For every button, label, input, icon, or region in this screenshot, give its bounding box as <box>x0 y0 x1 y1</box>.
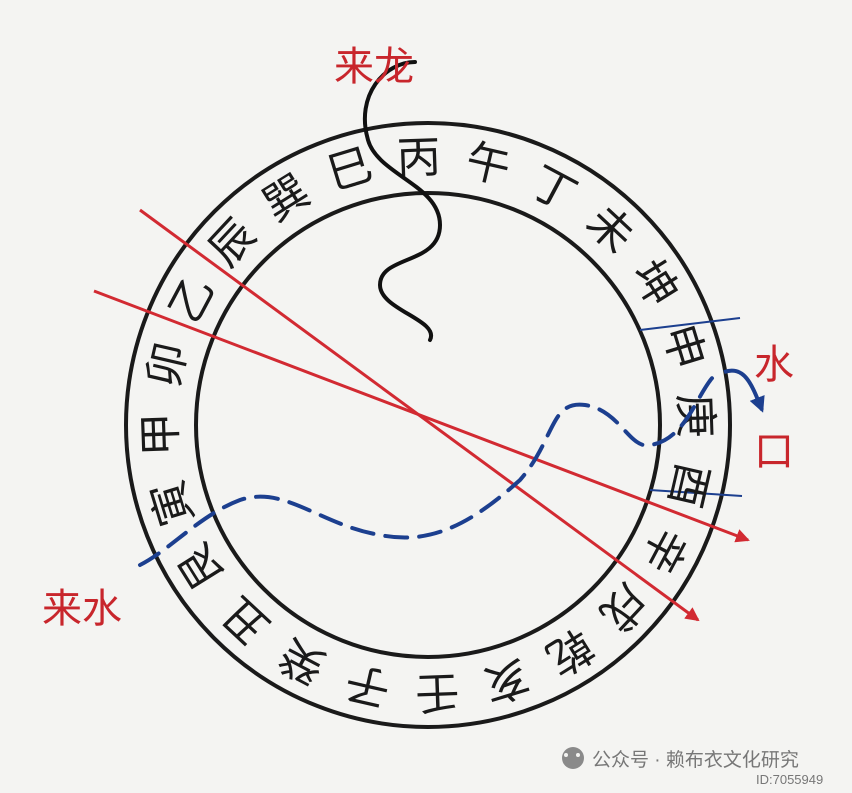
outer-ring <box>124 121 732 729</box>
ring-char-0: 午 <box>461 135 515 195</box>
boundary-tick-xin-xu <box>649 489 743 497</box>
ring-char-3: 坤 <box>621 251 688 315</box>
ring-char-16: 寅 <box>142 475 204 532</box>
water-flow-line <box>138 370 722 567</box>
wechat-icon-bubble-2 <box>576 753 580 757</box>
ring-char-1: 丁 <box>522 156 585 222</box>
wechat-icon <box>562 747 584 769</box>
ring-char-18: 卯 <box>138 338 198 392</box>
watermark-id: ID:7055949 <box>756 772 823 787</box>
water-mouth-label-2: 口 <box>754 429 794 475</box>
ring-char-17: 甲 <box>135 411 188 457</box>
water-in-label: 来水 <box>42 586 122 632</box>
ring-char-7: 辛 <box>631 519 697 582</box>
ring-char-15: 艮 <box>168 534 235 598</box>
red-line-lower <box>93 289 750 543</box>
dragon-label: 来龙 <box>334 44 414 90</box>
boundary-tick-shen-geng <box>639 317 741 331</box>
ring-char-6: 酉 <box>658 458 718 512</box>
ring-characters: 午丁未坤申庚酉辛戌乾亥壬子癸丑艮寅甲卯乙辰巽巳丙 <box>135 132 721 718</box>
ring-char-12: 子 <box>341 655 395 715</box>
water-mouth-label-1: 水 <box>754 342 794 388</box>
ring-char-19: 乙 <box>159 268 225 331</box>
inner-ring <box>194 191 662 659</box>
wechat-icon-bubble <box>564 753 568 757</box>
water-mouth-arrow <box>723 368 765 413</box>
watermark: 公众号 · 赖布衣文化研究 ID:7055949 <box>562 747 823 787</box>
ring-char-21: 巽 <box>254 165 318 232</box>
watermark-text: 公众号 · 赖布衣文化研究 <box>592 749 799 771</box>
ring-char-13: 癸 <box>271 628 334 694</box>
dragon-vein-line <box>362 60 443 342</box>
ring-char-5: 庚 <box>669 393 722 439</box>
ring-char-10: 亥 <box>478 649 535 711</box>
ring-char-9: 乾 <box>537 618 601 685</box>
ring-char-11: 壬 <box>414 666 460 719</box>
